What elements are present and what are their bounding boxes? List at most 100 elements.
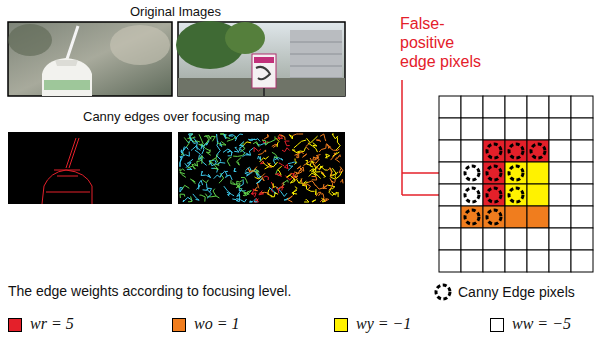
edge-stroke: [239, 141, 244, 148]
edge-stroke: [182, 185, 189, 189]
pixel-cell: [571, 184, 593, 206]
edge-stroke: [306, 185, 314, 192]
edge-map-right: [178, 132, 345, 204]
edge-stroke: [294, 140, 306, 148]
pixel-cell: [549, 118, 571, 140]
edge-stroke: [310, 161, 314, 167]
edge-stroke: [256, 178, 262, 184]
legend-text: wy = −1: [356, 315, 411, 333]
edge-stroke: [331, 179, 335, 183]
edge-stroke: [235, 134, 243, 139]
canny-pixel: [487, 144, 501, 158]
edge-stroke: [307, 136, 318, 143]
edge-stroke: [191, 138, 198, 143]
edge-lines-left: [42, 138, 92, 204]
edge-stroke: [304, 200, 309, 202]
edge-stroke: [289, 135, 292, 139]
pixel-cell: [505, 228, 527, 250]
edge-stroke: [297, 166, 301, 169]
edge-stroke: [206, 135, 210, 143]
pixel-cell: [439, 184, 461, 206]
edge-stroke: [254, 198, 259, 202]
edge-stroke: [293, 134, 303, 136]
edge-map-left: [8, 132, 172, 204]
pixel-cell: [461, 228, 483, 250]
edge-stroke: [254, 199, 257, 203]
edge-stroke: [180, 169, 185, 172]
pixel-cell: [439, 162, 461, 184]
edge-stroke: [193, 194, 199, 200]
edge-stroke: [272, 144, 277, 147]
edge-stroke: [237, 158, 242, 166]
edge-stroke: [272, 152, 278, 158]
pixel-cell: [549, 184, 571, 206]
pixel-cell: [571, 250, 593, 272]
edge-stroke: [227, 136, 236, 141]
edge-stroke: [333, 168, 337, 176]
canny-pixel: [531, 144, 545, 158]
pixel-cell: [483, 118, 505, 140]
edge-stroke: [236, 185, 241, 190]
pixel-cell: [527, 96, 549, 118]
pixel-cell: [483, 228, 505, 250]
edge-stroke: [200, 195, 206, 202]
pixel-cell: [505, 250, 527, 272]
legend-swatch: [172, 318, 186, 332]
edge-stroke: [217, 162, 225, 164]
edge-stroke: [288, 162, 296, 164]
edge-stroke: [224, 186, 234, 196]
pixel-cell: [505, 96, 527, 118]
pixel-cell: [483, 206, 505, 228]
edge-stroke: [324, 199, 329, 202]
edge-stroke: [284, 164, 288, 169]
canny-pixel: [509, 144, 523, 158]
pixel-cell: [483, 250, 505, 272]
edge-stroke: [201, 145, 204, 154]
edge-stroke: [323, 184, 328, 189]
pixel-cell: [483, 184, 505, 206]
edge-stroke: [334, 149, 340, 150]
edge-stroke: [278, 187, 284, 194]
edge-stroke: [274, 158, 283, 161]
edge-stroke: [327, 168, 331, 178]
edge-stroke: [276, 138, 279, 147]
edge-stroke: [234, 147, 239, 152]
pixel-cell: [549, 206, 571, 228]
edge-stroke: [206, 189, 211, 198]
pixel-cell: [505, 162, 527, 184]
canny-pixel: [465, 188, 479, 202]
edge-stroke: [288, 165, 293, 170]
edge-stroke: [197, 160, 202, 167]
edge-stroke: [313, 143, 317, 147]
section-title: Canny edges over focusing map: [83, 109, 269, 124]
edge-stroke: [316, 140, 320, 142]
pixel-cell: [461, 162, 483, 184]
edge-stroke: [290, 179, 294, 183]
edge-stroke: [245, 173, 251, 176]
pixel-cell: [461, 140, 483, 162]
legend-text: wo = 1: [194, 315, 239, 333]
edge-stroke: [325, 154, 330, 159]
pixel-cell: [527, 206, 549, 228]
edge-stroke: [262, 173, 265, 181]
edge-stroke: [223, 134, 230, 139]
edge-stroke: [292, 190, 297, 194]
edge-stroke: [231, 180, 236, 185]
canny-pixel: [509, 166, 523, 180]
edge-stroke: [315, 189, 316, 195]
legend-heading: The edge weights according to focusing l…: [8, 283, 291, 299]
edge-stroke: [237, 180, 243, 184]
edge-stroke: [336, 137, 340, 150]
edge-stroke: [217, 142, 226, 146]
photo-bottle: [8, 22, 172, 96]
edge-stroke: [294, 159, 296, 165]
edge-stroke: [316, 155, 320, 158]
edge-stroke: [299, 179, 306, 184]
pixel-cell: [527, 250, 549, 272]
edge-stroke: [273, 184, 276, 188]
pixel-cell: [461, 184, 483, 206]
edge-stroke: [251, 193, 256, 197]
edge-stroke: [301, 179, 307, 186]
edge-stroke: [271, 193, 278, 197]
edge-stroke: [297, 154, 299, 158]
